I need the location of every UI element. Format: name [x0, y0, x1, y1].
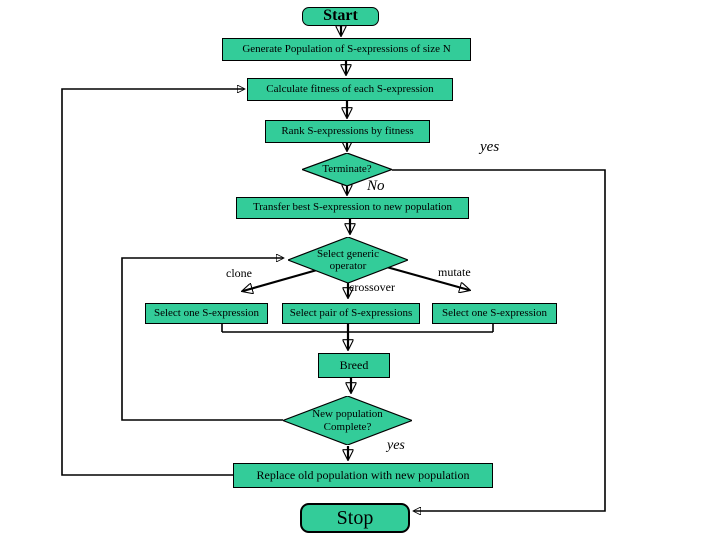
diamond-shape — [302, 153, 392, 186]
edge-label-crossover: crossover — [349, 280, 395, 294]
node-select-one-left: Select one S-expression — [145, 303, 268, 324]
connector-mutate — [382, 264, 469, 290]
edge-label-yes-bottom: yes — [387, 438, 405, 453]
edge-label-clone: clone — [226, 266, 252, 280]
new-population-label: New population Complete? — [312, 408, 383, 433]
connector-loop-replace-calculate — [61, 89, 244, 476]
edge-label-no: No — [367, 178, 385, 194]
node-replace-population: Replace old population with new populati… — [233, 463, 493, 488]
node-start: Start — [302, 7, 379, 26]
connector-terminate-yes-stop — [392, 169, 606, 511]
diamond-shape — [288, 237, 408, 283]
node-select-one-right: Select one S-expression — [432, 303, 557, 324]
node-breed: Breed — [318, 353, 390, 378]
node-generate-population: Generate Population of S-expressions of … — [222, 38, 471, 61]
connector-loop-newpopulation-selectoperator — [121, 258, 283, 421]
select-operator-label: Select generic operator — [317, 247, 379, 272]
node-transfer-best: Transfer best S-expression to new popula… — [236, 197, 469, 219]
diamond-shape — [283, 396, 412, 445]
node-select-operator-decision: Select generic operator — [288, 237, 408, 283]
edge-label-yes-top: yes — [480, 139, 500, 155]
node-rank-expressions: Rank S-expressions by fitness — [265, 120, 430, 143]
node-select-pair: Select pair of S-expressions — [282, 303, 420, 324]
connector-clone — [243, 268, 318, 291]
edge-label-mutate: mutate — [438, 265, 471, 279]
node-stop: Stop — [300, 503, 410, 533]
node-terminate-decision: Terminate? — [302, 153, 392, 186]
node-calculate-fitness: Calculate fitness of each S-expression — [247, 78, 453, 101]
terminate-label: Terminate? — [322, 163, 372, 176]
node-new-population-decision: New population Complete? — [283, 396, 412, 445]
